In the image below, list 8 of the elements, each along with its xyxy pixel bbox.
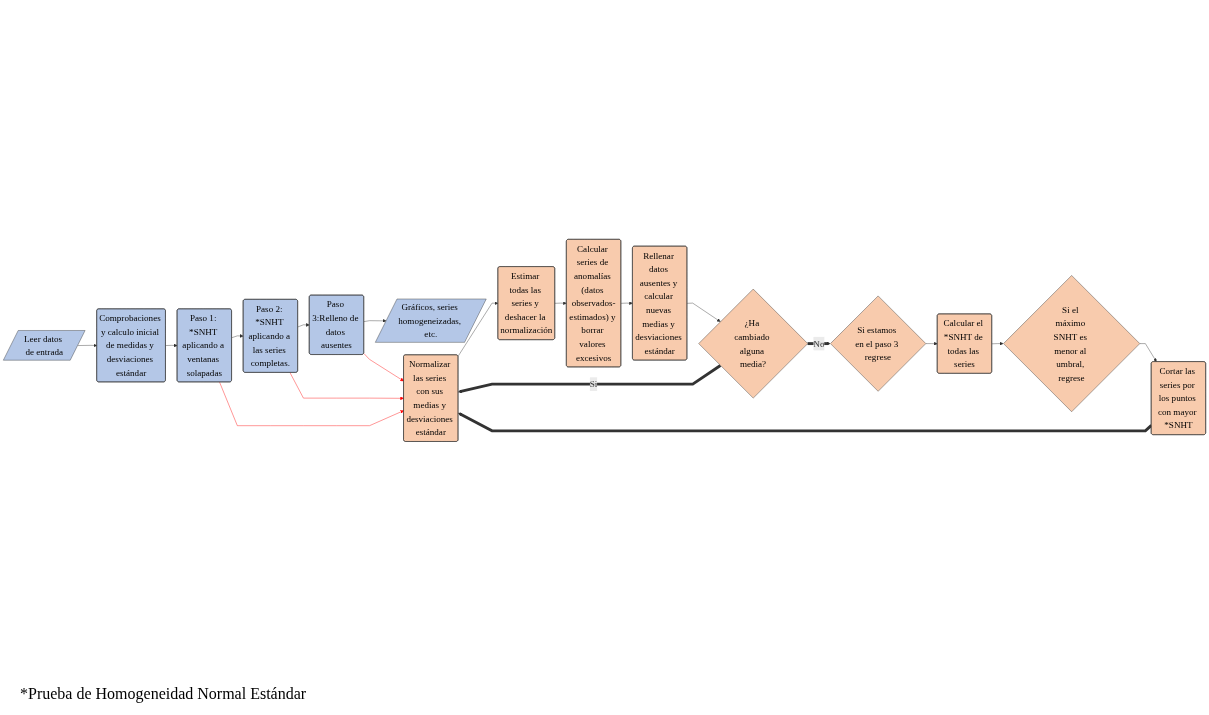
node-diamond: Si estamos en el paso 3 regrese — [830, 295, 927, 392]
footnote: *Prueba de Homogeneidad Normal Estándar — [20, 685, 307, 703]
node-diamond: Si el máximo SNHT es menor al umbral, regrese — [1003, 274, 1140, 412]
node-diamond: ¿Ha cambiado alguna media? — [698, 288, 808, 398]
arrow — [458, 412, 1153, 432]
edge-label: No — [813, 338, 825, 349]
arrow — [458, 363, 722, 393]
edge-label: Si — [589, 378, 598, 389]
